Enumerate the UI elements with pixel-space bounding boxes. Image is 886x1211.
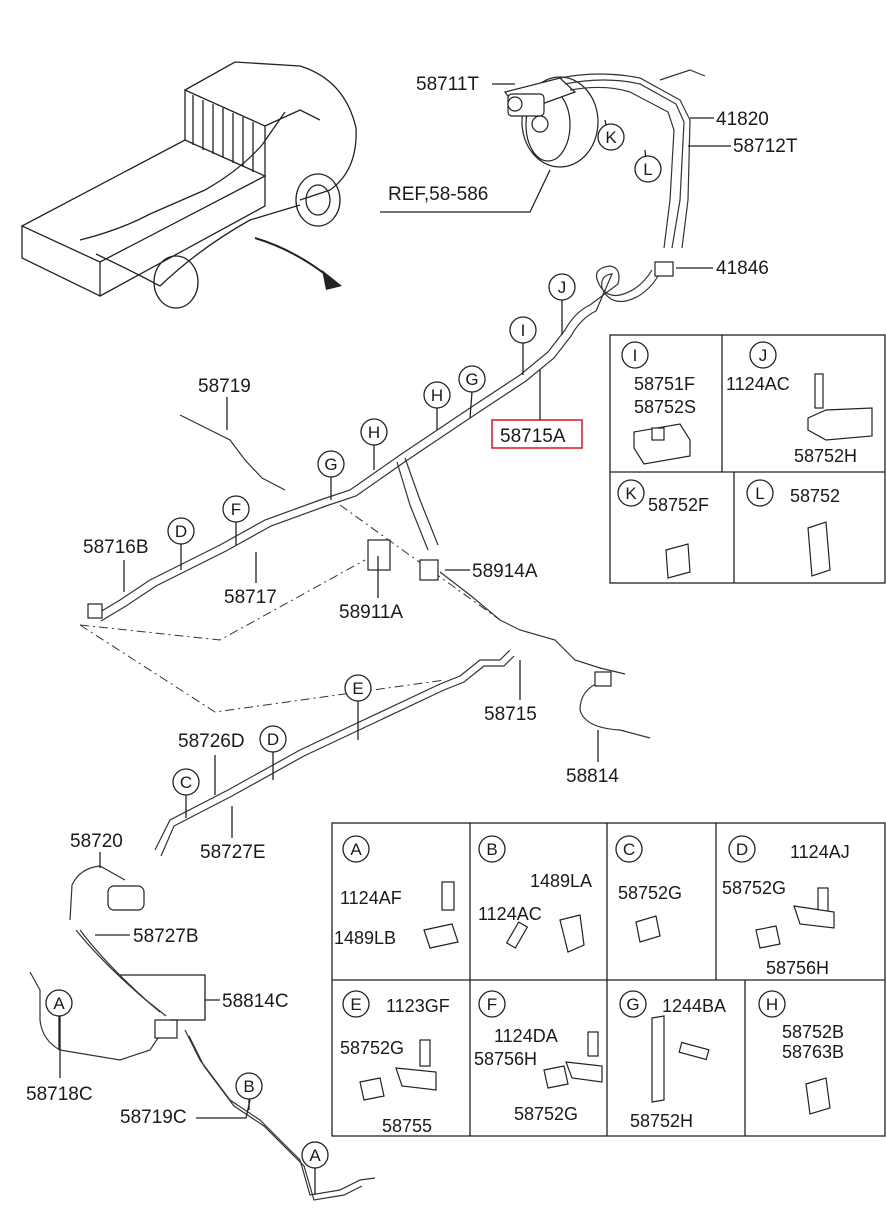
label-ref-58-586: REF,58-586	[388, 184, 488, 205]
table-top-I-part-2: 58752S	[634, 397, 696, 417]
table-bottom-G-part-2: 58752H	[630, 1111, 693, 1131]
table-top-K-part-1: 58752F	[648, 495, 709, 515]
callout-G-lower: G	[324, 455, 337, 474]
callout-A-bottom: A	[309, 1146, 321, 1165]
callout-H-upper: H	[431, 386, 443, 405]
table-bottom-letter-G: G	[626, 995, 639, 1014]
table-top-letter-I: I	[633, 346, 638, 365]
table-top-letter-K: K	[625, 484, 637, 503]
table-bottom-D-part-3: 58756H	[766, 958, 829, 978]
label-58719C: 58719C	[120, 1107, 187, 1128]
table-bottom-letter-D: D	[736, 840, 748, 859]
truck-illustration	[20, 61, 357, 309]
label-58727E: 58727E	[200, 842, 266, 863]
table-bottom-letter-B: B	[486, 840, 497, 859]
table-top-J-part-1: 1124AC	[726, 374, 790, 394]
callout-J: J	[558, 278, 567, 297]
label-41846: 41846	[716, 258, 769, 279]
label-41820: 41820	[716, 109, 769, 130]
table-top-letter-J: J	[759, 346, 768, 365]
table-bottom-H-part-2: 58763B	[782, 1042, 844, 1062]
table-bottom-A-part-1: 1124AF	[340, 888, 402, 908]
label-58914A: 58914A	[472, 561, 538, 582]
label-58715: 58715	[484, 704, 537, 725]
label-58718C: 58718C	[26, 1084, 93, 1105]
callout-F: F	[231, 500, 241, 519]
callout-H-lower: H	[368, 423, 380, 442]
callout-I: I	[521, 321, 526, 340]
callout-D-lower: D	[267, 730, 279, 749]
label-58726D: 58726D	[178, 731, 245, 752]
label-58911A: 58911A	[339, 602, 403, 623]
label-58712T: 58712T	[733, 136, 798, 157]
table-bottom-letter-A: A	[350, 840, 362, 859]
label-58719: 58719	[198, 376, 251, 397]
callout-D-upper: D	[175, 522, 187, 541]
table-bottom-E-part-2: 58752G	[340, 1038, 404, 1058]
label-58727B: 58727B	[133, 926, 199, 947]
table-bottom-H-part-1: 58752B	[782, 1022, 844, 1042]
label-58716B: 58716B	[83, 537, 149, 558]
table-bottom-D-part-1: 1124AJ	[790, 842, 850, 862]
callout-C: C	[180, 773, 192, 792]
clip-table-bottom: A 1124AF 1489LB B 1489LA 1124AC C 58752G…	[331, 822, 886, 1137]
callout-circles: K L J I G H H G F D E D C A B A	[45, 119, 662, 1195]
label-58814: 58814	[566, 766, 619, 787]
label-58715A: 58715A	[500, 426, 566, 447]
table-bottom-letter-H: H	[766, 995, 778, 1014]
table-bottom-A-part-2: 1489LB	[334, 928, 396, 948]
table-bottom-C-part-1: 58752G	[618, 883, 682, 903]
label-58814C: 58814C	[222, 991, 289, 1012]
table-bottom-E-part-3: 58755	[382, 1116, 432, 1136]
table-top-J-part-2: 58752H	[794, 446, 857, 466]
label-58720: 58720	[70, 831, 123, 852]
clip-table-top: I 58751F 58752S J 1124AC 58752H K 58752F…	[609, 334, 886, 584]
table-top-letter-L: L	[755, 484, 764, 503]
part-labels: 58711T 41820 58712T REF,58-586 41846 587…	[26, 74, 798, 1128]
table-bottom-B-part-1: 1489LA	[530, 871, 592, 891]
callout-A-left: A	[53, 994, 65, 1013]
table-bottom-F-part-2: 58756H	[474, 1049, 537, 1069]
master-cylinder-booster	[503, 69, 706, 249]
table-bottom-letter-C: C	[623, 840, 635, 859]
callout-L: L	[643, 160, 652, 179]
table-top-I-part-1: 58751F	[634, 374, 695, 394]
table-bottom-F-part-1: 1124DA	[494, 1026, 558, 1046]
callout-K: K	[605, 128, 617, 147]
callout-B: B	[243, 1077, 254, 1096]
table-bottom-F-part-3: 58752G	[514, 1104, 578, 1124]
label-58717: 58717	[224, 587, 277, 608]
brake-pipes	[29, 261, 674, 1201]
table-bottom-G-part-1: 1244BA	[662, 996, 726, 1016]
highlight-box-58715A	[491, 419, 583, 449]
table-bottom-letter-E: E	[350, 995, 361, 1014]
label-58711T: 58711T	[416, 74, 479, 95]
table-bottom-D-part-2: 58752G	[722, 878, 786, 898]
callout-G-upper: G	[465, 370, 478, 389]
table-bottom-B-part-2: 1124AC	[478, 904, 542, 924]
table-top-L-part-1: 58752	[790, 486, 840, 506]
table-bottom-E-part-1: 1123GF	[386, 996, 450, 1016]
table-bottom-letter-F: F	[487, 995, 497, 1014]
callout-E: E	[352, 679, 363, 698]
